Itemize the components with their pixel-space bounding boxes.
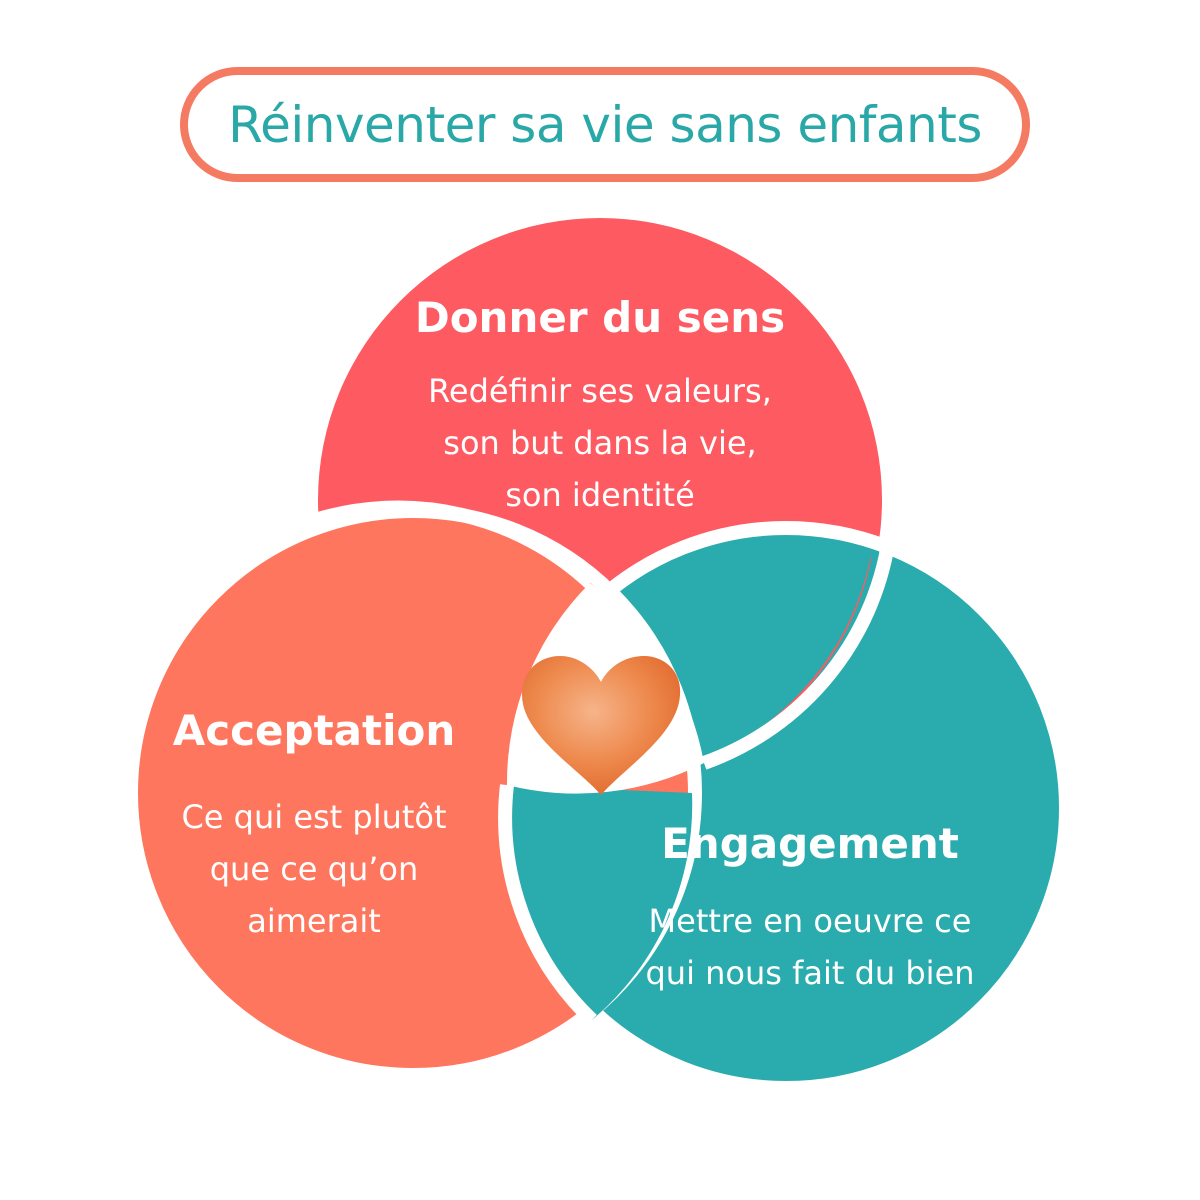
heading-donner-du-sens: Donner du sens <box>415 293 785 342</box>
top-line-2: son but dans la vie, <box>443 424 756 462</box>
heart-icon <box>522 656 681 795</box>
top-line-1: Redéfinir ses valeurs, <box>428 372 772 410</box>
heading-engagement: Engagement <box>661 819 959 868</box>
left-line-2: que ce qu’on <box>210 850 419 888</box>
separator-top-right <box>701 529 897 770</box>
right-line-1: Mettre en oeuvre ce <box>649 902 972 940</box>
top-line-3: son identité <box>505 476 695 514</box>
separator-left-top <box>312 500 595 589</box>
page-title: Réinventer sa vie sans enfants <box>228 95 982 154</box>
separator-right-left <box>498 784 597 1026</box>
title-banner: Réinventer sa vie sans enfants <box>180 67 1030 182</box>
right-line-2: qui nous fait du bien <box>645 954 974 992</box>
left-line-3: aimerait <box>247 902 381 940</box>
heading-acceptation: Acceptation <box>173 706 456 755</box>
left-line-1: Ce qui est plutôt <box>181 798 446 836</box>
